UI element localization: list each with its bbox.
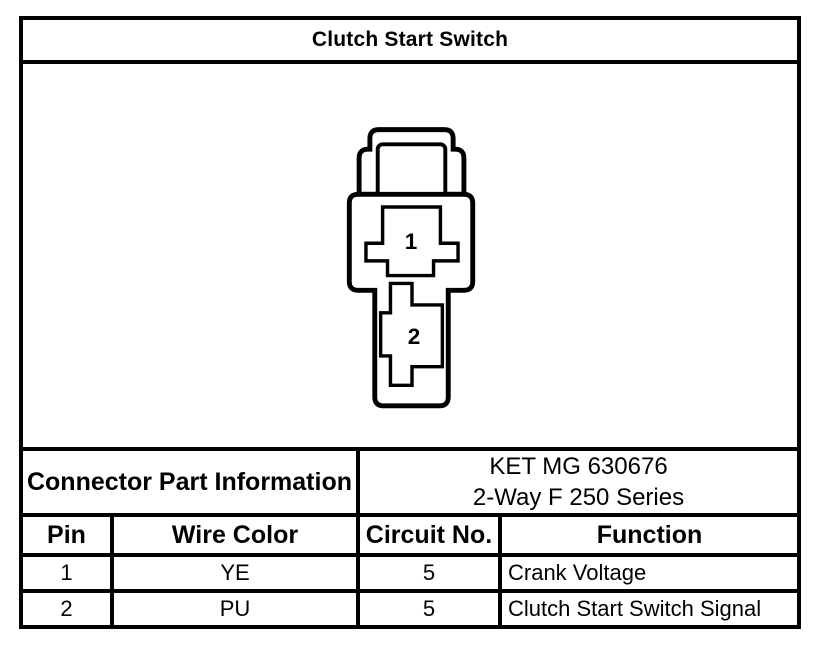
pin-2-label: 2 [408,324,421,349]
connector-info-table: Clutch Start Switch 1 [18,16,802,629]
column-header-pin: Pin [19,513,114,557]
pin-value: 1 [19,553,114,593]
part-number-line2: 2-Way F 250 Series [472,484,685,511]
page-title: Clutch Start Switch [18,16,802,64]
pin-1-cavity [364,205,460,278]
connector-part-number: KET MG 630676 2-Way F 250 Series [355,447,802,517]
pin-2-cavity [378,281,445,388]
connector-part-information-label: Connector Part Information [19,447,360,517]
pin-1-label: 1 [405,229,418,254]
wire-color-value: PU [110,589,360,629]
table-header-row: Pin Wire Color Circuit No. Function [19,513,802,557]
connector-diagram-cell: 1 2 [18,60,802,451]
circuit-no-value: 5 [356,589,502,629]
circuit-no-value: 5 [356,553,502,593]
column-header-function: Function [497,513,802,557]
column-header-circuit-no: Circuit No. [356,513,502,557]
function-value: Clutch Start Switch Signal [497,589,802,629]
column-header-wire-color: Wire Color [110,513,360,557]
connector-diagram-icon: 1 2 [346,127,476,409]
wire-color-value: YE [110,553,360,593]
function-value: Crank Voltage [497,553,802,593]
table-row: 1 YE 5 Crank Voltage [19,553,802,593]
table-row: 2 PU 5 Clutch Start Switch Signal [19,589,802,629]
pin-value: 2 [19,589,114,629]
connector-latch-inner [375,142,448,199]
part-number-line1: KET MG 630676 [489,453,668,480]
